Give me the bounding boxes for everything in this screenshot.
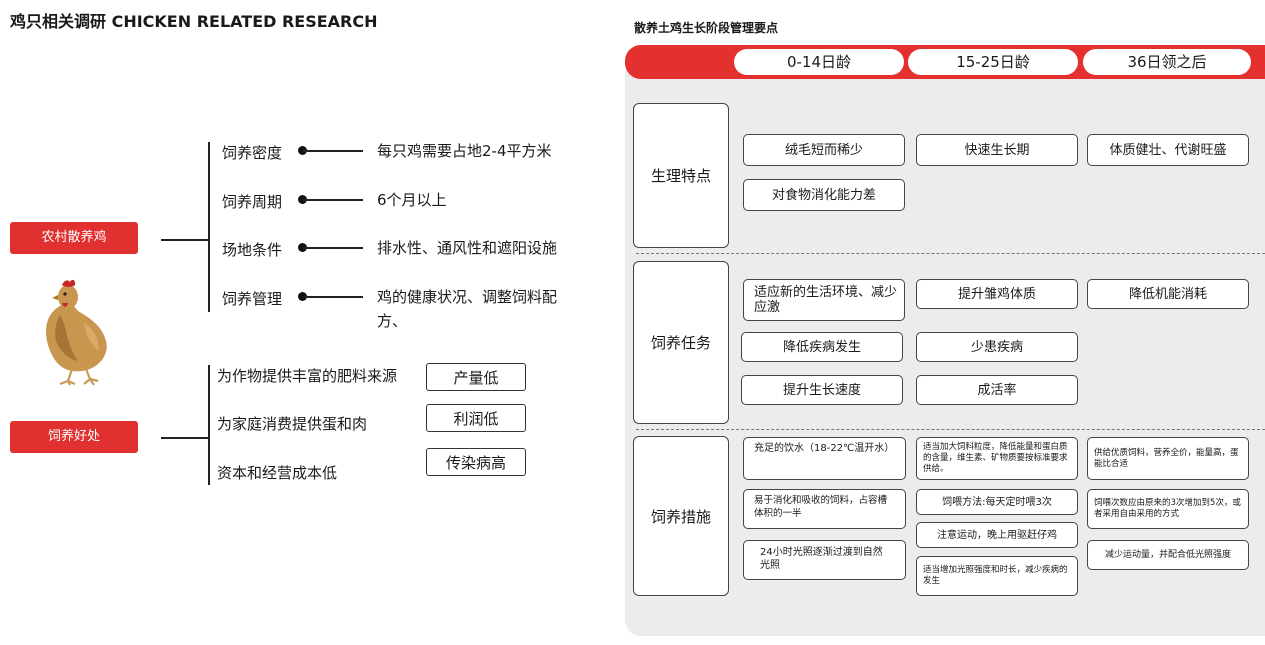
benefit-item-fertilizer: 为作物提供丰富的肥料来源 xyxy=(217,367,398,385)
cell-physiology-3: 体质健壮、代谢旺盛 xyxy=(1087,134,1249,166)
benefit-bracket xyxy=(208,365,210,485)
stage-15-25: 15-25日龄 xyxy=(908,49,1078,75)
drawback-low-yield: 产量低 xyxy=(426,363,526,391)
cycle-dot xyxy=(298,195,307,204)
page-title: 鸡只相关调研 CHICKEN RELATED RESEARCH xyxy=(10,12,378,31)
density-dot xyxy=(298,146,307,155)
cell-measures-6: 饲喂次数应由原来的3次增加到5次，或者采用自由采用的方式 xyxy=(1087,489,1249,529)
cell-measures-3: 供给优质饲料，营养全价，能量高，蛋能比合适 xyxy=(1087,437,1249,480)
management-dot xyxy=(298,292,307,301)
row-label-tasks: 饲养任务 xyxy=(633,261,729,424)
site-label: 场地条件 xyxy=(222,241,283,259)
cell-tasks-4: 降低疾病发生 xyxy=(741,332,903,362)
cell-measures-5: 饲喂方法:每天定时喂3次 xyxy=(916,489,1078,515)
chicken-illustration xyxy=(46,279,107,386)
site-dot xyxy=(298,243,307,252)
cell-physiology-4: 对食物消化能力差 xyxy=(743,179,905,211)
cell-physiology-1: 绒毛短而稀少 xyxy=(743,134,905,166)
panel-title: 散养土鸡生长阶段管理要点 xyxy=(634,21,779,35)
cell-tasks-5: 少患疾病 xyxy=(916,332,1078,362)
density-value: 每只鸡需要占地2-4平方米 xyxy=(377,142,552,160)
cycle-label: 饲养周期 xyxy=(222,193,283,211)
benefit-button[interactable]: 饲养好处 xyxy=(10,421,138,453)
cell-tasks-7: 成活率 xyxy=(916,375,1078,405)
site-value: 排水性、通风性和遮阳设施 xyxy=(377,239,558,257)
cell-measures-2: 适当加大饲料粒度，降低能量和蛋白质的含量，维生素、矿物质要按标准要求供给。 xyxy=(916,437,1078,480)
cell-measures-10: 适当增加光照强度和时长，减少疾病的发生 xyxy=(916,556,1078,596)
cell-measures-7: 注意运动，晚上用驱赶仔鸡 xyxy=(916,522,1078,548)
cycle-value: 6个月以上 xyxy=(377,191,447,209)
management-label: 饲养管理 xyxy=(222,290,283,308)
row-divider-1 xyxy=(636,253,1265,254)
rural-chicken-button[interactable]: 农村散养鸡 xyxy=(10,222,138,254)
cell-tasks-6: 提升生长速度 xyxy=(741,375,903,405)
drawback-low-profit: 利润低 xyxy=(426,404,526,432)
cycle-line xyxy=(303,199,363,201)
rural-connector xyxy=(161,239,209,241)
cell-measures-9: 24小时光照逐渐过渡到自然光照 xyxy=(743,540,906,580)
benefit-item-cost: 资本和经营成本低 xyxy=(217,464,338,482)
drawback-disease: 传染病高 xyxy=(426,448,526,476)
cell-measures-4: 易于消化和吸收的饲料，占容槽体积的一半 xyxy=(743,489,906,529)
management-line xyxy=(303,296,363,298)
cell-measures-8: 减少运动量，并配合低光照强度 xyxy=(1087,540,1249,570)
density-line xyxy=(303,150,363,152)
cell-measures-1: 充足的饮水（18-22℃温开水） xyxy=(743,437,906,480)
row-divider-2 xyxy=(636,429,1265,430)
cell-tasks-1: 适应新的生活环境、减少应激 xyxy=(743,279,905,321)
cell-physiology-2: 快速生长期 xyxy=(916,134,1078,166)
stage-36-plus: 36日领之后 xyxy=(1083,49,1251,75)
management-value: 鸡的健康状况、调整饲料配方、 xyxy=(377,288,558,330)
row-label-measures: 饲养措施 xyxy=(633,436,729,596)
stage-0-14: 0-14日龄 xyxy=(734,49,904,75)
benefit-connector xyxy=(161,437,209,439)
cell-tasks-3: 降低机能消耗 xyxy=(1087,279,1249,309)
site-line xyxy=(303,247,363,249)
rural-bracket xyxy=(208,142,210,312)
density-label: 饲养密度 xyxy=(222,144,283,162)
cell-tasks-2: 提升雏鸡体质 xyxy=(916,279,1078,309)
row-label-physiology: 生理特点 xyxy=(633,103,729,248)
benefit-item-food: 为家庭消费提供蛋和肉 xyxy=(217,415,368,433)
